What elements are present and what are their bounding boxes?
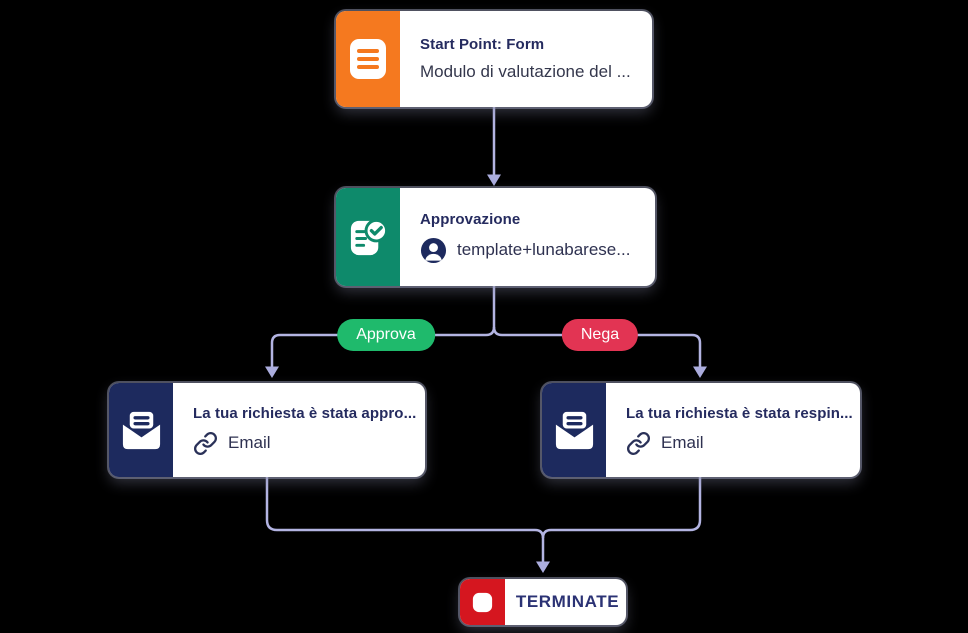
approval-icon-section bbox=[336, 188, 400, 286]
node-content: La tua richiesta è stata respin... Email bbox=[606, 383, 860, 477]
form-icon bbox=[350, 39, 386, 79]
stop-icon bbox=[472, 592, 493, 612]
link-icon bbox=[194, 431, 217, 455]
email-channel-row: Email bbox=[193, 431, 411, 456]
node-content: Start Point: Form Modulo di valutazione … bbox=[400, 11, 652, 107]
node-terminate[interactable]: TERMINATE bbox=[460, 579, 626, 625]
wire-email-approved-to-junction bbox=[265, 477, 545, 539]
node-email-denied[interactable]: La tua richiesta è stata respin... Email bbox=[542, 383, 860, 477]
email-channel-text: Email bbox=[661, 433, 704, 452]
node-content: TERMINATE bbox=[505, 579, 626, 625]
node-content: Approvazione template+lunabarese... bbox=[400, 188, 655, 286]
email-denied-title: La tua richiesta è stata respin... bbox=[626, 404, 853, 422]
start-node-title: Start Point: Form bbox=[420, 36, 545, 53]
terminate-label: TERMINATE bbox=[515, 592, 620, 611]
wire-email-denied-to-junction bbox=[541, 477, 702, 539]
email-channel-row: Email bbox=[626, 431, 846, 456]
approval-check-icon bbox=[350, 218, 388, 255]
form-icon-section bbox=[336, 11, 400, 107]
arrowhead-into-terminate bbox=[536, 561, 550, 573]
approval-node-title: Approvazione bbox=[420, 210, 521, 228]
email-icon bbox=[122, 411, 160, 449]
terminate-icon-section bbox=[460, 579, 505, 625]
email-approved-title: La tua richiesta è stata appro... bbox=[193, 404, 417, 422]
node-content: La tua richiesta è stata appro... Email bbox=[173, 383, 425, 477]
branch-label-approva[interactable]: Approva bbox=[337, 319, 435, 351]
node-approvazione[interactable]: Approvazione template+lunabarese... bbox=[336, 188, 655, 286]
arrowhead-into-email-denied bbox=[693, 366, 707, 378]
arrowhead-into-email-approved bbox=[265, 366, 279, 378]
approval-assignee-text: template+lunabarese... bbox=[457, 240, 631, 259]
link-icon bbox=[627, 431, 650, 455]
branch-label-nega[interactable]: Nega bbox=[561, 319, 639, 351]
email-channel-text: Email bbox=[228, 433, 271, 452]
node-email-approved[interactable]: La tua richiesta è stata appro... Email bbox=[109, 383, 425, 477]
approval-assignee-row: template+lunabarese... bbox=[420, 237, 641, 264]
start-node-subtitle: Modulo di valutazione del ... bbox=[420, 62, 631, 81]
email-icon bbox=[555, 411, 593, 449]
node-start-point-form[interactable]: Start Point: Form Modulo di valutazione … bbox=[336, 11, 652, 107]
person-avatar-icon bbox=[420, 237, 447, 263]
email-icon-section bbox=[109, 383, 173, 477]
arrowhead-into-approval bbox=[487, 174, 501, 186]
email-icon-section bbox=[542, 383, 606, 477]
